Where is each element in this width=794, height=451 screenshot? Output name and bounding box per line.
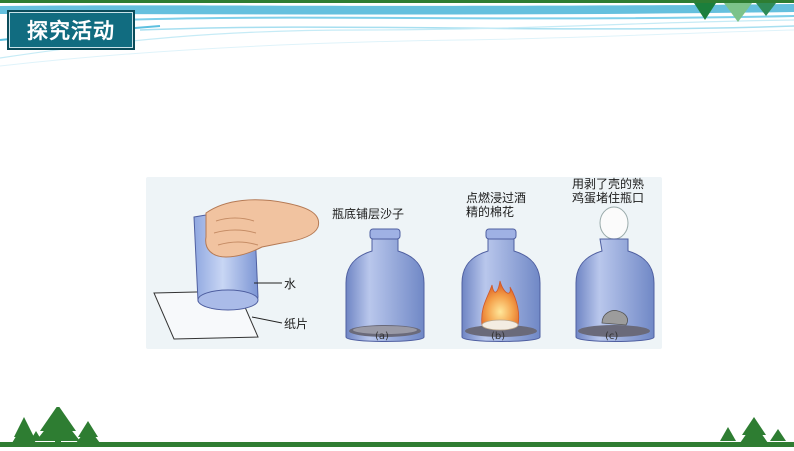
bottle-c-label-line-2: 鸡蛋堵住瓶口 — [572, 191, 645, 205]
caption-c: (c) — [605, 331, 619, 342]
caption-b: (b) — [491, 331, 506, 342]
caption-a: (a) — [375, 331, 389, 342]
bottle-b-label-line-1: 点燃浸过酒 — [466, 191, 527, 205]
footer-banner — [0, 405, 794, 447]
section-title-box: 探究活动 — [7, 10, 135, 50]
bottle-a-label-line: 瓶底铺层沙子 — [332, 207, 405, 221]
header-wave-decoration — [0, 0, 794, 67]
footer-trees-decoration — [0, 405, 794, 447]
water-label: 水 — [284, 277, 297, 291]
section-title: 探究活动 — [27, 19, 115, 43]
hand — [205, 199, 320, 258]
paper-label: 纸片 — [284, 317, 309, 331]
bottle-a-label: 瓶底铺层沙子 — [332, 207, 404, 221]
bottle-b — [461, 228, 541, 342]
header-banner: 探究活动 — [0, 0, 794, 70]
experiment-figure: 水 纸片 瓶底铺层沙子 点燃浸过酒 精的棉花 用剥了壳的熟 鸡蛋堵住瓶口 (a)… — [146, 177, 662, 349]
bottle-a — [345, 228, 425, 342]
bottle-b-label: 点燃浸过酒 精的棉花 — [466, 191, 526, 219]
bottle-c-label-line-1: 用剥了壳的熟 — [572, 177, 645, 191]
experiment-illustration — [153, 199, 655, 342]
bottle-c-label: 用剥了壳的熟 鸡蛋堵住瓶口 — [572, 177, 644, 205]
bottle-c — [575, 206, 655, 342]
bottle-b-label-line-2: 精的棉花 — [466, 205, 515, 219]
